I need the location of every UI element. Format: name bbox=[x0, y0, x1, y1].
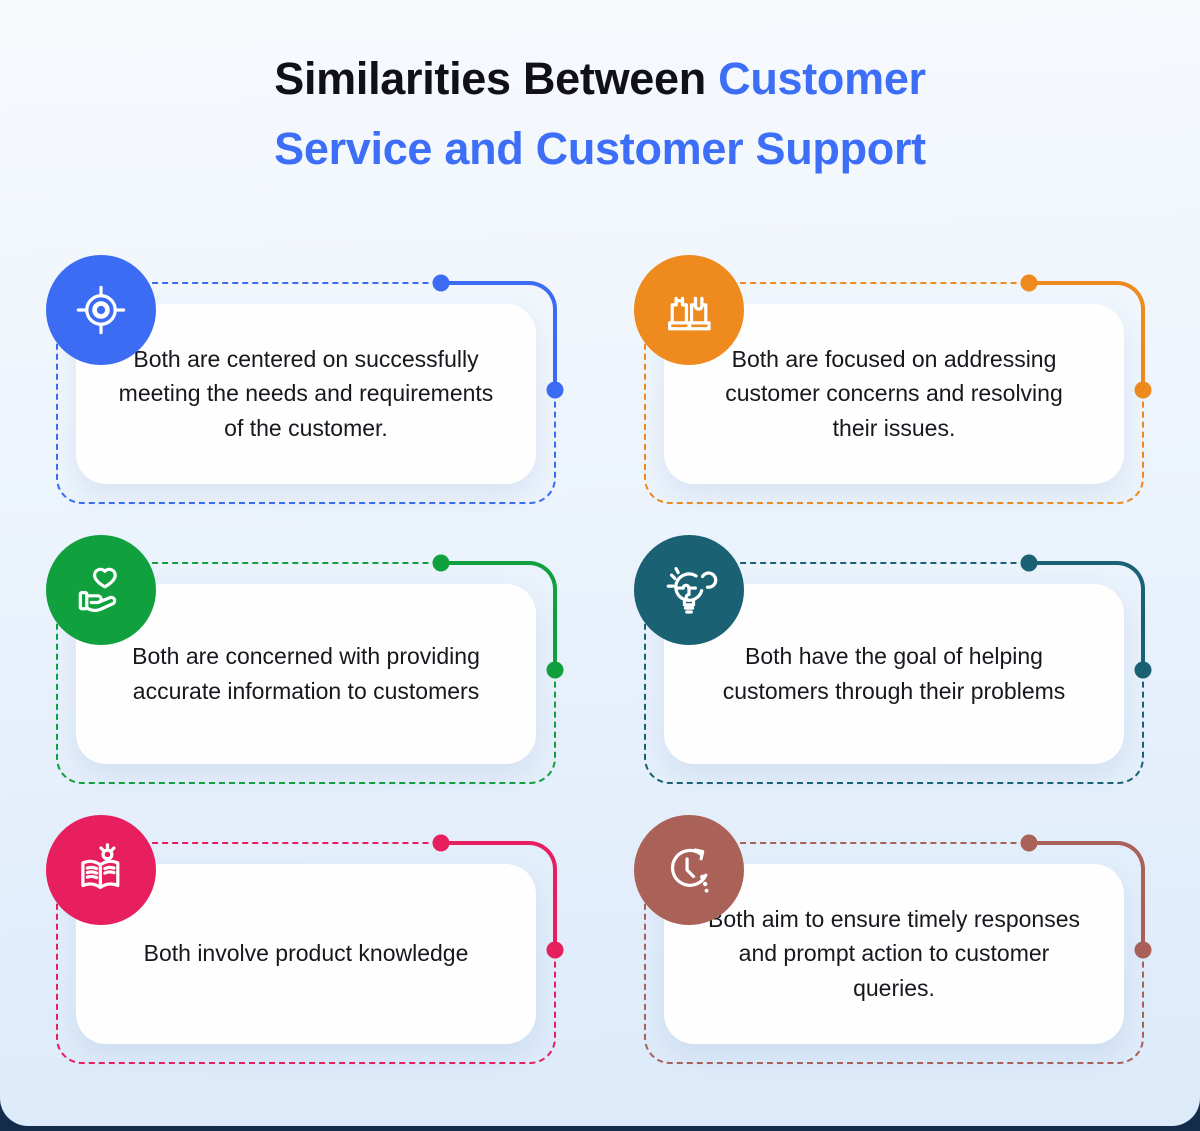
connector-dot-top bbox=[432, 274, 450, 291]
card-body: Both aim to ensure timely responses and … bbox=[664, 863, 1124, 1044]
connector-line bbox=[1030, 280, 1145, 389]
connector-line bbox=[442, 840, 557, 949]
bulb-puzzle-icon bbox=[634, 534, 744, 645]
book-idea-icon bbox=[46, 814, 156, 925]
card-text: Both involve product knowledge bbox=[143, 940, 469, 967]
title-line2-blue: Service and Customer Support bbox=[274, 122, 926, 174]
hands-puzzle-icon bbox=[634, 254, 744, 365]
target-icon bbox=[46, 254, 156, 365]
card-helping-customers: Both have the goal of helping customers … bbox=[634, 534, 1152, 784]
card-text: Both are centered on successfully meetin… bbox=[118, 345, 494, 441]
connector-dot-right bbox=[1134, 381, 1152, 398]
connector-dot-right bbox=[1134, 941, 1152, 958]
hand-heart-icon bbox=[46, 534, 156, 645]
clock-arrow-icon bbox=[634, 814, 744, 925]
connector-dot-top bbox=[432, 554, 450, 571]
card-text: Both aim to ensure timely responses and … bbox=[707, 905, 1080, 1001]
card-body: Both are centered on successfully meetin… bbox=[76, 303, 536, 484]
card-text: Both have the goal of helping customers … bbox=[722, 643, 1066, 704]
similarity-cards-grid: Both are centered on successfully meetin… bbox=[0, 254, 1200, 1064]
connector-dot-right bbox=[546, 381, 564, 398]
card-product-knowledge: Both involve product knowledge bbox=[46, 814, 564, 1064]
connector-dot-right bbox=[546, 941, 564, 958]
connector-line bbox=[1030, 840, 1145, 949]
card-resolving-issues: Both are focused on addressing customer … bbox=[634, 254, 1152, 504]
page-title: Similarities Between Customer Service an… bbox=[0, 0, 1200, 184]
card-body: Both are focused on addressing customer … bbox=[664, 303, 1124, 484]
card-text: Both are concerned with providing accura… bbox=[132, 643, 480, 704]
card-timely-responses: Both aim to ensure timely responses and … bbox=[634, 814, 1152, 1064]
connector-dot-right bbox=[546, 661, 564, 678]
card-body: Both are concerned with providing accura… bbox=[76, 583, 536, 764]
connector-dot-top bbox=[1020, 554, 1038, 571]
connector-dot-top bbox=[432, 834, 450, 851]
connector-dot-top bbox=[1020, 274, 1038, 291]
card-body: Both involve product knowledge bbox=[76, 863, 536, 1044]
connector-dot-top bbox=[1020, 834, 1038, 851]
connector-line bbox=[442, 280, 557, 389]
title-line1-blue: Customer bbox=[718, 53, 926, 104]
connector-line bbox=[442, 560, 557, 669]
card-accurate-information: Both are concerned with providing accura… bbox=[46, 534, 564, 784]
card-body: Both have the goal of helping customers … bbox=[664, 583, 1124, 764]
connector-line bbox=[1030, 560, 1145, 669]
title-line1-black: Similarities Between bbox=[274, 53, 719, 104]
card-customer-needs: Both are centered on successfully meetin… bbox=[46, 254, 564, 504]
connector-dot-right bbox=[1134, 661, 1152, 678]
card-text: Both are focused on addressing customer … bbox=[725, 345, 1063, 441]
